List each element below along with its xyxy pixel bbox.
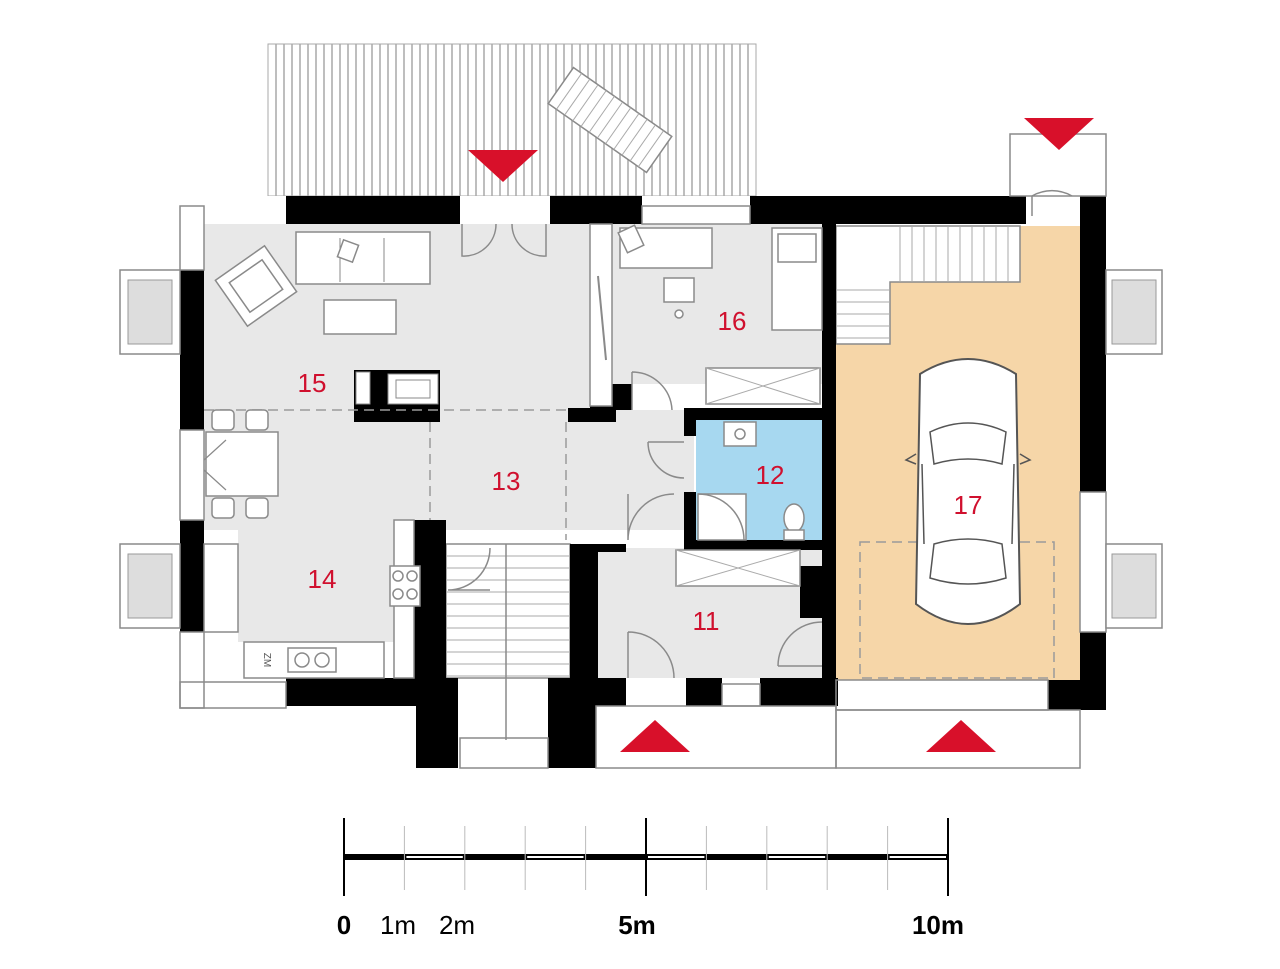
room-number-16: 16 xyxy=(718,306,747,336)
window-box-right-top xyxy=(1105,269,1163,355)
sun-lounger xyxy=(547,66,673,174)
staircase xyxy=(445,543,571,740)
door-swing-16 xyxy=(631,371,673,411)
room-number-15: 15 xyxy=(298,368,327,398)
bathroom-fixtures xyxy=(697,421,805,541)
scale-label-1m: 1m xyxy=(380,910,416,940)
walls xyxy=(180,196,1106,768)
door-swing-garage-side xyxy=(1031,189,1073,216)
room-number-17: 17 xyxy=(954,490,983,520)
room-number-11: 11 xyxy=(693,606,720,636)
window-box-left-bottom xyxy=(119,543,181,629)
desk xyxy=(617,224,713,319)
entrance-marker-garage xyxy=(926,720,996,752)
door-swing-stairs xyxy=(447,547,491,591)
car xyxy=(904,358,1032,625)
scale-label-5m: 5m xyxy=(618,910,656,940)
armchair xyxy=(214,244,298,328)
window-box-right-bottom xyxy=(1105,543,1163,629)
entrance-marker-front xyxy=(620,720,690,752)
scale-label-2m: 2m xyxy=(439,910,475,940)
room-number-14: 14 xyxy=(308,564,337,594)
entrance-marker-garage-side xyxy=(1024,118,1094,150)
living-room-doors xyxy=(461,223,547,257)
window-box-left-top xyxy=(119,269,181,355)
appliance-label: ZM xyxy=(261,653,272,667)
sofa xyxy=(295,231,431,285)
door-swing-garage xyxy=(777,621,823,667)
door-swing-11 xyxy=(627,493,675,541)
coffee-table xyxy=(323,299,397,335)
kitchen-counter: ZM xyxy=(203,519,421,679)
scale-label-0: 0 xyxy=(337,910,351,940)
door-swing-entry xyxy=(627,631,675,679)
scale-bar: 0 1m 2m 5m 10m xyxy=(337,818,964,940)
dining-table xyxy=(203,409,279,519)
room-number-13: 13 xyxy=(492,466,521,496)
door-swing-12 xyxy=(647,441,685,479)
room-number-12: 12 xyxy=(756,460,785,490)
bed xyxy=(771,227,823,331)
entrance-marker-terrace xyxy=(468,150,538,182)
scale-label-10m: 10m xyxy=(912,910,964,940)
wardrobe xyxy=(589,223,613,407)
fireplace xyxy=(354,370,440,406)
